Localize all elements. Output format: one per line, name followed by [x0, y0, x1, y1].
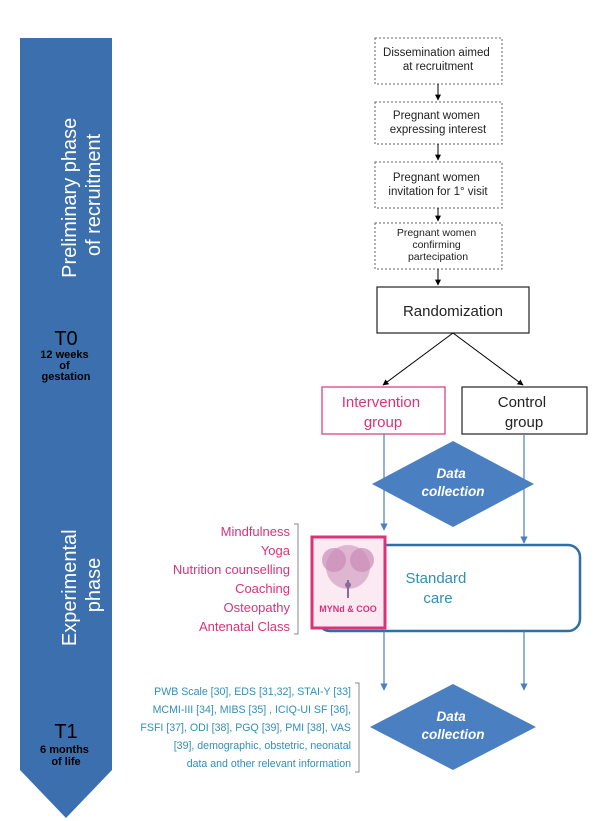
measures-list: PWB Scale [30], EDS [31,32], STAI-Y [33]… — [140, 682, 360, 773]
standard-care-text: Standard care — [405, 570, 470, 607]
phase-preliminary-label: Preliminary phase of recruitment — [59, 112, 105, 278]
flow-arrow — [452, 332, 524, 386]
phase-experimental-label: Experimental phase — [59, 524, 105, 646]
data-collection-text: Data collection — [421, 466, 484, 499]
recruitment-step-text: Pregnant women confirming partecipation — [397, 227, 479, 263]
intervention-item: Coaching — [235, 581, 290, 596]
t0-subtitle: 12 weeks of gestation — [40, 349, 91, 383]
control-group-text: Control group — [498, 394, 551, 431]
logo-text: MYNd & COO — [319, 604, 377, 614]
data-collection-diamond — [370, 684, 536, 770]
intervention-item: Nutrition counselling — [173, 562, 290, 577]
measure-line: [39], demographic, obstetric, neonatal — [174, 740, 351, 752]
t1-subtitle: 6 months of life — [40, 744, 92, 768]
interventions-list: Mindfulness Yoga Nutrition counselling C… — [173, 523, 299, 635]
intervention-item: Antenatal Class — [199, 619, 291, 634]
data-collection-diamond — [372, 441, 534, 527]
data-collection-text: Data collection — [421, 709, 484, 742]
recruitment-step-text: Pregnant women invitation for 1° visit — [388, 172, 488, 198]
intervention-group-box — [321, 386, 446, 435]
measure-line: FSFI [37], ODI [38], PGQ [39], PMI [38],… — [140, 722, 351, 734]
flow-arrow — [382, 332, 454, 386]
intervention-item: Osteopathy — [224, 600, 291, 615]
t0-title: T0 — [54, 328, 77, 350]
measure-line: data and other relevant information — [187, 758, 351, 770]
recruitment-step-text: Pregnant women expressing interest — [390, 110, 487, 136]
mynd-coo-logo: MYNd & COO — [310, 535, 387, 630]
intervention-item: Yoga — [261, 543, 291, 558]
control-group-box — [461, 386, 588, 435]
recruitment-step-box — [374, 101, 503, 145]
measures-bracket — [355, 682, 360, 773]
measure-line: PWB Scale [30], EDS [31,32], STAI-Y [33] — [154, 686, 351, 698]
recruitment-step-text: Dissemination aimed at recruitment — [383, 47, 493, 73]
recruitment-step-box — [374, 161, 503, 209]
timeline-arrow — [20, 38, 112, 818]
randomization-text: Randomization — [403, 303, 503, 320]
interventions-bracket — [294, 523, 299, 635]
intervention-group-text: Intervention group — [342, 394, 425, 431]
intervention-item: Mindfulness — [221, 524, 291, 539]
recruitment-step-box — [374, 37, 503, 85]
measure-line: MCMI-III [34], MIBS [35] , ICIQ-UI SF [3… — [153, 704, 351, 716]
t1-title: T1 — [54, 721, 77, 743]
